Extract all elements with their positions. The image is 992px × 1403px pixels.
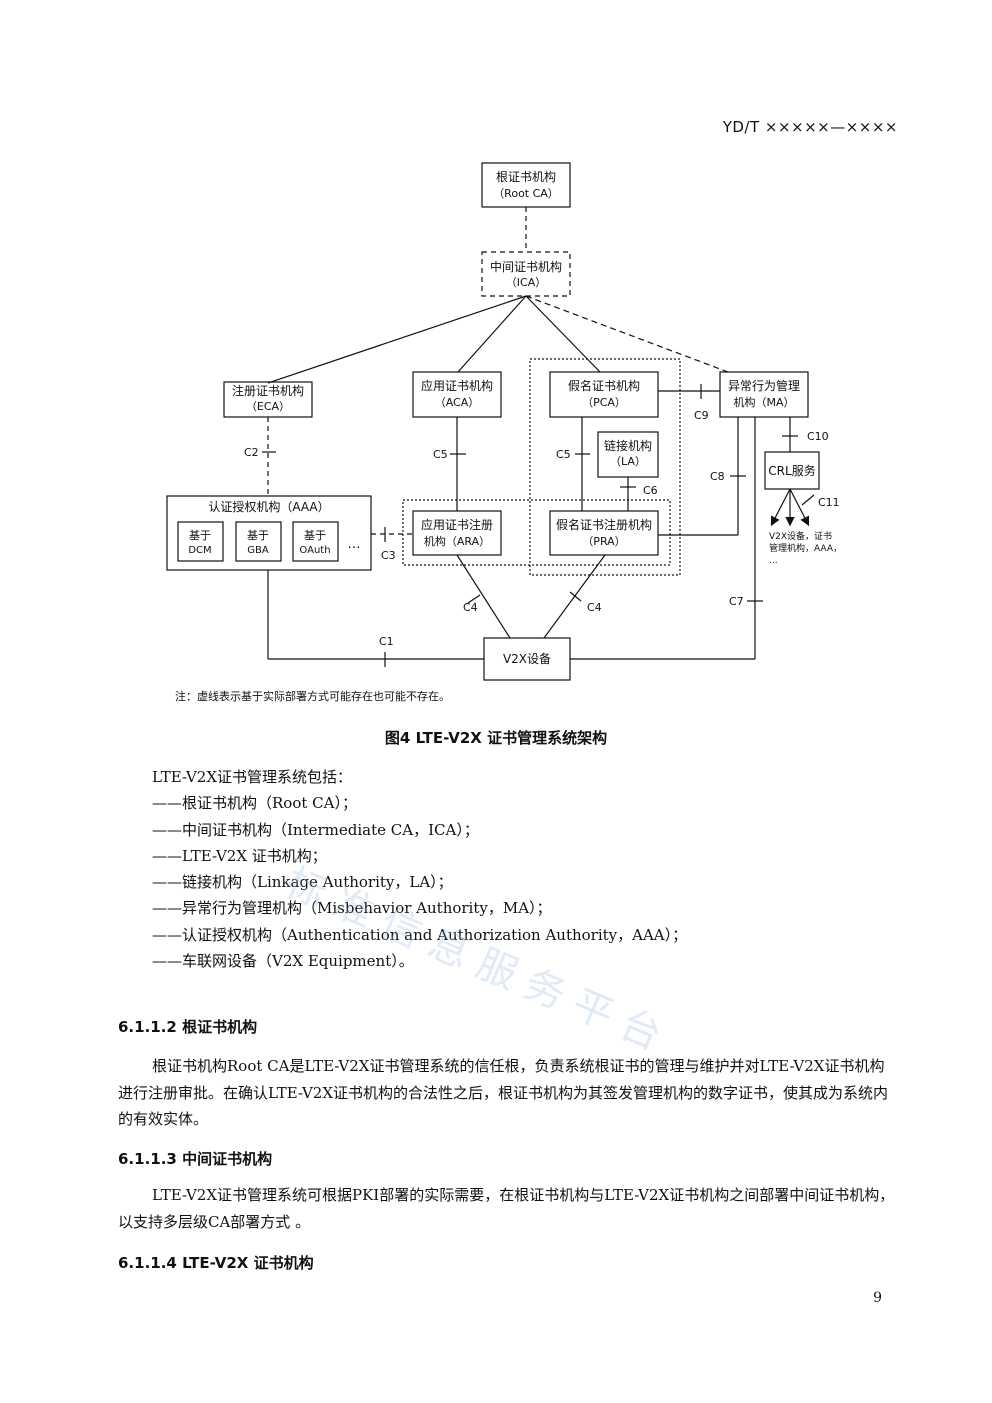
aaa-dcm-line1: 基于 — [189, 529, 211, 542]
pra-v2x-link — [543, 554, 606, 639]
ra-region — [402, 499, 671, 566]
ica-line1: 中间证书机构 — [490, 259, 562, 274]
diagram-canvas: 根证书机构 （Root CA） 中间证书机构 （ICA） 注册证书机构 （ECA… — [166, 162, 842, 703]
aca-line2: （ACA） — [435, 396, 480, 409]
ara-line2: 机构（ARA） — [424, 534, 490, 548]
la-line1: 链接机构 — [604, 438, 652, 453]
aaa-gba-line1: 基于 — [247, 529, 269, 542]
label-c1: C1 — [379, 635, 394, 648]
list-item: ——车联网设备（V2X Equipment）。 — [152, 952, 414, 971]
ma-line2: 机构（MA） — [733, 395, 794, 409]
ica-box — [481, 251, 571, 297]
figure-caption: 图4 LTE-V2X 证书管理系统架构 — [384, 729, 608, 747]
root-ca-line2: （Root CA） — [493, 187, 559, 200]
aaa-box — [166, 495, 372, 571]
page-number: 9 — [873, 1290, 882, 1306]
la-line2: （LA） — [610, 455, 646, 468]
label-c8: C8 — [710, 470, 725, 483]
ma-box — [719, 371, 809, 418]
ica-aca-link — [457, 295, 527, 373]
eca-line1: 注册证书机构 — [232, 383, 304, 398]
v2x-label: V2X设备 — [503, 652, 551, 666]
ica-eca-link — [267, 295, 527, 384]
aaa-oauth-box — [292, 521, 339, 562]
crl-targets-line3: ... — [769, 556, 778, 566]
aaa-gba-box — [235, 521, 282, 562]
pca-box — [549, 371, 659, 418]
label-c2: C2 — [244, 446, 259, 459]
list-item: ——LTE-V2X 证书机构； — [152, 846, 327, 865]
label-c10: C10 — [807, 430, 829, 443]
document-code: YD/T ×××××—×××× — [722, 118, 898, 136]
aca-line1: 应用证书机构 — [421, 378, 493, 393]
pra-line2: （PRA） — [582, 535, 625, 548]
ara-line1: 应用证书注册 — [421, 517, 493, 532]
list-intro: LTE-V2X证书管理系统包括： — [152, 768, 353, 786]
label-c5a: C5 — [433, 448, 448, 461]
pca-region — [529, 358, 681, 576]
list-item: ——认证授权机构（Authentication and Authorizatio… — [152, 925, 688, 944]
crl-targets-line2: 管理机构，AAA， — [769, 542, 842, 554]
aaa-oauth-line1: 基于 — [304, 529, 326, 542]
crl-box — [764, 451, 820, 490]
crl-targets-line1: V2X设备，证书 — [769, 530, 832, 542]
eca-line2: （ECA） — [246, 400, 290, 413]
pra-box — [549, 510, 659, 556]
pca-line2: （PCA） — [582, 396, 626, 409]
crl-label: CRL服务 — [768, 463, 815, 478]
architecture-diagram: 根证书机构 （Root CA） 中间证书机构 （ICA） 注册证书机构 （ECA… — [150, 155, 870, 715]
section-6-1-1-4-title: 6.1.1.4 LTE-V2X 证书机构 — [118, 1254, 314, 1272]
crl-arrow-1 — [770, 488, 791, 527]
list-item: ——链接机构（Linkage Authority，LA）； — [152, 873, 453, 892]
aaa-dcm-box — [177, 521, 224, 562]
ica-line2: （ICA） — [506, 276, 546, 289]
section-6-1-1-3-body: LTE-V2X证书管理系统可根据PKI部署的实际需要，在根证书机构与LTE-V2… — [118, 1186, 895, 1231]
list-item: ——异常行为管理机构（Misbehavior Authority，MA）； — [152, 899, 552, 918]
pra-line1: 假名证书注册机构 — [556, 517, 652, 532]
label-c7: C7 — [729, 595, 744, 608]
aaa-title: 认证授权机构（AAA） — [208, 499, 329, 514]
diagram-note: 注：虚线表示基于实际部署方式可能存在也可能不存在。 — [175, 689, 450, 703]
aaa-more: … — [348, 537, 361, 552]
aaa-gba-line2: GBA — [247, 545, 269, 556]
section-6-1-1-2-body: 根证书机构Root CA是LTE-V2X证书管理系统的信任根，负责系统根证书的管… — [118, 1057, 889, 1128]
label-c11: C11 — [818, 496, 840, 509]
ica-ma-link — [525, 295, 729, 373]
label-c6: C6 — [643, 484, 658, 497]
pca-line1: 假名证书机构 — [568, 378, 640, 393]
aaa-dcm-line2: DCM — [188, 545, 211, 556]
label-c4b: C4 — [587, 601, 602, 614]
label-c5b: C5 — [556, 448, 571, 461]
crl-arrow-3 — [789, 488, 810, 527]
section-6-1-1-2-title: 6.1.1.2 根证书机构 — [118, 1018, 258, 1036]
list-item: ——根证书机构（Root CA）； — [152, 794, 357, 813]
label-c4a: C4 — [463, 601, 478, 614]
aaa-oauth-line2: OAuth — [299, 545, 330, 556]
section-6-1-1-3-title: 6.1.1.3 中间证书机构 — [118, 1150, 273, 1168]
label-c9: C9 — [694, 409, 709, 422]
ma-line1: 异常行为管理 — [728, 378, 800, 393]
list-item: ——中间证书机构（Intermediate CA，ICA）； — [152, 820, 479, 839]
root-ca-line1: 根证书机构 — [496, 169, 556, 184]
label-c3: C3 — [381, 549, 396, 562]
component-list: LTE-V2X证书管理系统包括： ——根证书机构（Root CA）； ——中间证… — [152, 764, 687, 974]
ara-v2x-link — [456, 554, 511, 639]
ica-pca-link — [525, 295, 601, 373]
